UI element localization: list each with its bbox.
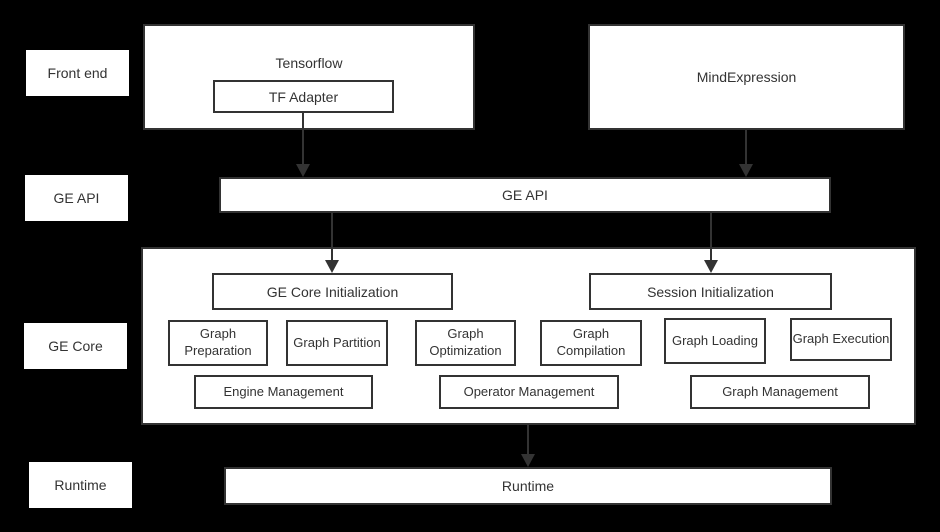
layer-label-runtime-text: Runtime <box>54 477 107 493</box>
graph-management-label: Graph Management <box>722 383 838 399</box>
ge-core-initialization-label: GE Core Initialization <box>266 283 399 300</box>
ge-api-bar-label: GE API <box>502 187 548 203</box>
graph-execution-label: Graph Execution <box>792 331 890 347</box>
graph-preparation-box: Graph Preparation <box>168 320 268 366</box>
layer-label-ge-api-text: GE API <box>53 190 100 206</box>
tensorflow-label: Tensorflow <box>275 55 343 71</box>
mind-expression-box: MindExpression <box>588 24 905 130</box>
runtime-bar-label: Runtime <box>501 478 555 494</box>
arrow-ge-api-to-session-initialization-icon <box>704 213 718 273</box>
layer-label-runtime: Runtime <box>29 462 132 508</box>
graph-optimization-box: Graph Optimization <box>415 320 516 366</box>
graph-partition-label: Graph Partition <box>293 334 381 350</box>
graph-execution-box: Graph Execution <box>790 318 892 361</box>
runtime-bar: Runtime <box>224 467 832 505</box>
graph-optimization-label: Graph Optimization <box>429 326 502 358</box>
arrow-ge-api-to-ge-core-initialization-icon <box>325 213 339 273</box>
operator-management-box: Operator Management <box>439 375 619 409</box>
tf-adapter-box: TF Adapter <box>213 80 394 113</box>
session-initialization-box: Session Initialization <box>589 273 832 310</box>
graph-compilation-label: Graph Compilation <box>556 326 626 358</box>
session-initialization-label: Session Initialization <box>647 283 774 300</box>
tf-adapter-label: TF Adapter <box>268 88 339 105</box>
mind-expression-label: MindExpression <box>696 69 797 85</box>
arrow-tf-adapter-to-ge-api-icon <box>296 113 310 177</box>
graph-preparation-label: Graph Preparation <box>184 326 252 358</box>
layer-label-front-end: Front end <box>26 50 129 96</box>
engine-management-box: Engine Management <box>194 375 373 409</box>
operator-management-label: Operator Management <box>463 383 595 399</box>
graph-partition-box: Graph Partition <box>286 320 388 366</box>
layer-label-ge-core: GE Core <box>24 323 127 369</box>
graph-management-box: Graph Management <box>690 375 870 409</box>
engine-management-label: Engine Management <box>223 383 344 399</box>
ge-core-initialization-box: GE Core Initialization <box>212 273 453 310</box>
graph-loading-box: Graph Loading <box>664 318 766 364</box>
ge-api-bar: GE API <box>219 177 831 213</box>
arrow-mind-expression-to-ge-api-icon <box>739 130 753 177</box>
layer-label-ge-api: GE API <box>25 175 128 221</box>
layer-label-ge-core-text: GE Core <box>48 338 103 354</box>
layer-label-front-end-text: Front end <box>47 65 108 81</box>
graph-loading-label: Graph Loading <box>671 332 758 348</box>
graph-compilation-box: Graph Compilation <box>540 320 642 366</box>
arrow-ge-core-to-runtime-icon <box>521 425 535 467</box>
